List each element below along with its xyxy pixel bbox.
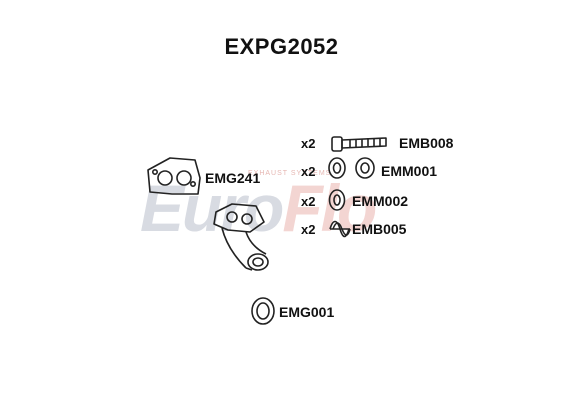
part-label-emm002: EMM002	[352, 193, 409, 209]
nut-emm001-right-icon	[355, 157, 375, 179]
part-label-emb008: EMB008	[399, 135, 454, 151]
front-pipe-icon	[213, 203, 269, 271]
nut-emm002-icon	[328, 189, 346, 211]
ring-gasket-emg001-icon	[251, 297, 275, 325]
watermark-main: Euro	[140, 171, 284, 245]
gasket-emg241-icon	[147, 157, 201, 195]
qty-emb005: x2	[301, 222, 316, 237]
part-label-emg241: EMG241	[205, 170, 261, 186]
part-label-emm001: EMM001	[381, 163, 438, 179]
qty-emb008: x2	[301, 136, 316, 151]
qty-emm002: x2	[301, 194, 316, 209]
watermark-accent: Flo	[282, 171, 377, 245]
bolt-emb008-icon	[331, 136, 387, 152]
eurofio-watermark: EuroFlo	[140, 170, 377, 246]
part-label-emb005: EMB005	[352, 221, 407, 237]
kit-title: EXPG2052	[224, 34, 339, 59]
watermark-subtitle: EXHAUST SYSTEMS	[248, 170, 332, 177]
qty-emm001: x2	[301, 164, 316, 179]
nut-emm001-left-icon	[328, 157, 346, 179]
spring-emb005-icon	[329, 220, 351, 238]
part-label-emg001: EMG001	[279, 304, 335, 320]
